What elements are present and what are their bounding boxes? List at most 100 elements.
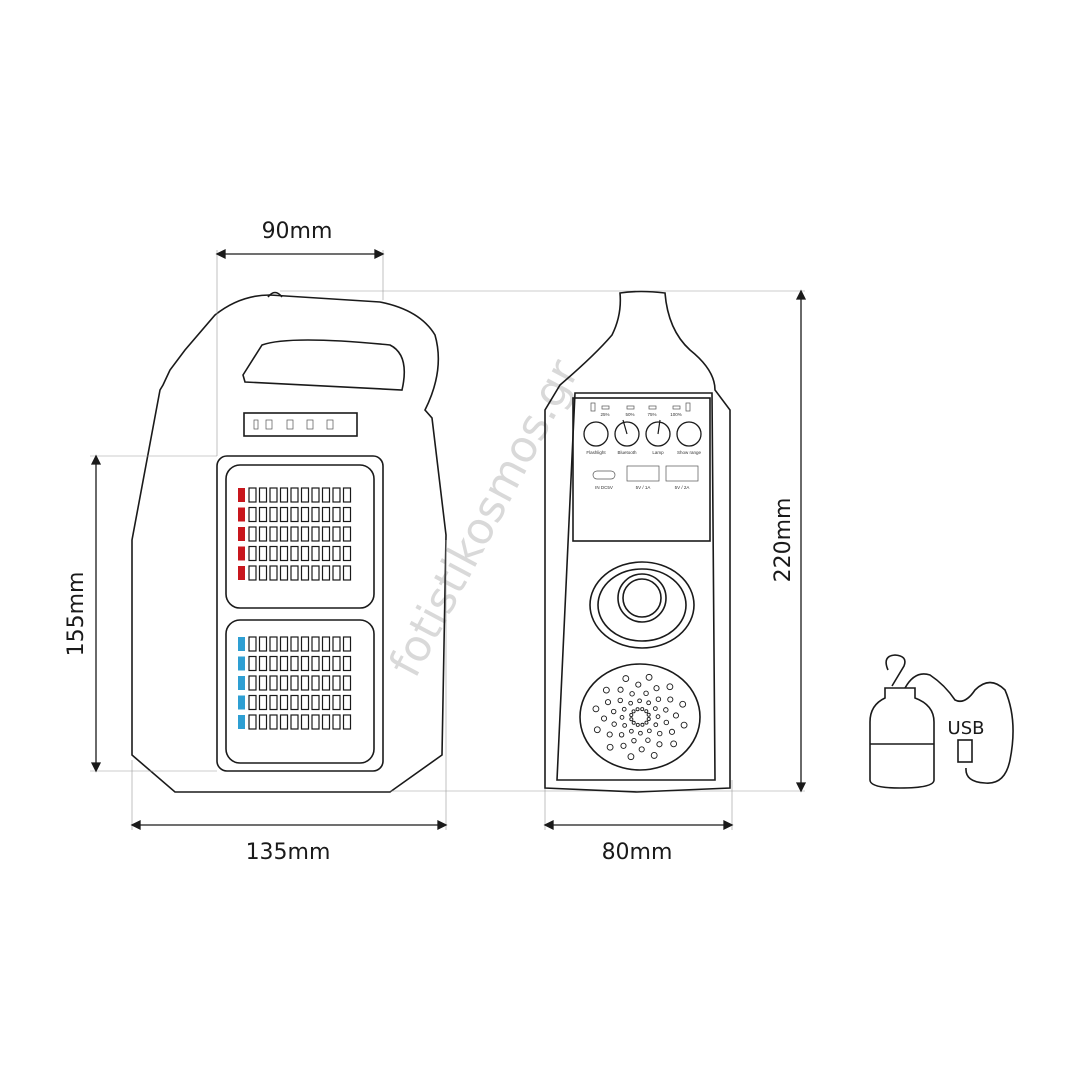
- led-cell: [269, 526, 278, 542]
- led-cell: [321, 714, 331, 730]
- led-cell: [248, 636, 257, 652]
- speaker-hole: [606, 731, 613, 738]
- speaker-hole: [622, 723, 627, 728]
- hook-icon: [885, 654, 906, 687]
- colored-led: [238, 676, 245, 690]
- led-cell: [311, 694, 320, 711]
- indicator-light: [306, 419, 314, 430]
- level-indicator: [601, 405, 610, 410]
- indicator-light: [265, 419, 273, 430]
- speaker-hole: [619, 715, 625, 720]
- knob-label: Flashlight: [586, 450, 606, 455]
- knob: [583, 421, 609, 447]
- led-cell: [269, 487, 278, 503]
- dim-body-height: 155mm: [64, 572, 89, 657]
- front-panel: [216, 455, 384, 772]
- led-cell: [248, 675, 257, 691]
- side-body-outline: [544, 290, 731, 793]
- led-cell: [269, 655, 278, 672]
- led-cell: [300, 487, 310, 503]
- knob: [614, 421, 640, 447]
- speaker-hole: [663, 719, 670, 726]
- speaker-hole: [640, 707, 645, 712]
- led-cell: [342, 655, 352, 672]
- led-cell: [321, 636, 331, 652]
- led-cell: [321, 694, 331, 711]
- led-cell: [279, 655, 289, 672]
- speaker-hole: [610, 708, 617, 715]
- indicator-light: [326, 419, 334, 430]
- led-cell: [279, 694, 289, 711]
- led-cell: [269, 636, 278, 652]
- led-cell: [311, 655, 320, 672]
- led-cell: [248, 545, 257, 562]
- led-cell: [332, 655, 341, 672]
- knob-label: Bluetooth: [617, 450, 637, 455]
- led-cell: [248, 487, 257, 503]
- speaker-hole: [635, 681, 642, 688]
- led-cell: [258, 545, 268, 562]
- led-cell: [332, 694, 341, 711]
- level-indicator: [672, 405, 681, 410]
- speaker-hole: [657, 730, 663, 737]
- usb-cable-icon: [904, 673, 1014, 784]
- led-cell: [290, 675, 299, 691]
- speaker-hole: [631, 709, 636, 714]
- speaker-hole: [618, 732, 625, 738]
- dimension-arrows: [90, 248, 807, 831]
- led-cell: [279, 636, 289, 652]
- led-cell: [342, 487, 352, 503]
- led-cell: [332, 675, 341, 691]
- led-cell: [300, 655, 310, 672]
- speaker-hole: [650, 752, 658, 759]
- handle-opening: [242, 339, 406, 391]
- indicator-lights: [253, 419, 334, 430]
- usb-bottle-icon: USB: [869, 654, 1014, 789]
- led-cell: [300, 565, 310, 581]
- colored-led: [238, 546, 245, 561]
- led-cell: [321, 506, 331, 523]
- speaker-hole: [629, 728, 634, 734]
- led-cell: [258, 694, 268, 711]
- lamp-ring-outer: [589, 561, 695, 649]
- usb-label: USB: [948, 718, 985, 739]
- speaker-hole: [645, 737, 651, 743]
- led-cell: [332, 506, 341, 523]
- led-cell: [290, 526, 299, 542]
- speaker-holes: [592, 673, 688, 761]
- battery-levels: 25%50%75%100%: [600, 405, 682, 417]
- speaker-hole: [611, 721, 617, 727]
- speaker-hole: [663, 707, 669, 713]
- speaker-hole: [631, 737, 637, 744]
- speaker-hole: [666, 683, 674, 691]
- lamp-ring-inner: [597, 568, 687, 642]
- led-cell: [279, 565, 289, 581]
- led-cell: [300, 636, 310, 652]
- speaker-hole: [653, 685, 660, 692]
- port-label-dc: IN DC5V: [595, 485, 613, 490]
- led-panel-red: [225, 464, 375, 609]
- port-label-1a: 5V / 1A: [636, 485, 651, 490]
- battery-full-icon: [685, 402, 691, 412]
- speaker-hole: [655, 714, 661, 719]
- led-cell: [248, 694, 257, 711]
- led-cell: [248, 565, 257, 581]
- speaker-hole: [600, 715, 608, 722]
- led-cell: [290, 714, 299, 730]
- colored-led: [238, 695, 245, 710]
- led-panel-blue: [225, 619, 375, 764]
- colored-led: [238, 656, 245, 671]
- speaker-hole: [653, 722, 659, 728]
- speaker-hole: [644, 709, 649, 714]
- level-indicator: [626, 405, 635, 410]
- led-cell: [279, 545, 289, 562]
- speaker-hole: [644, 720, 649, 725]
- colored-led: [238, 637, 245, 651]
- led-cell: [279, 526, 289, 542]
- led-cell: [342, 714, 352, 730]
- led-cell: [290, 655, 299, 672]
- port-usb-2a: [665, 465, 699, 482]
- led-cell: [342, 675, 352, 691]
- led-cell: [258, 655, 268, 672]
- speaker-grille: [579, 663, 701, 771]
